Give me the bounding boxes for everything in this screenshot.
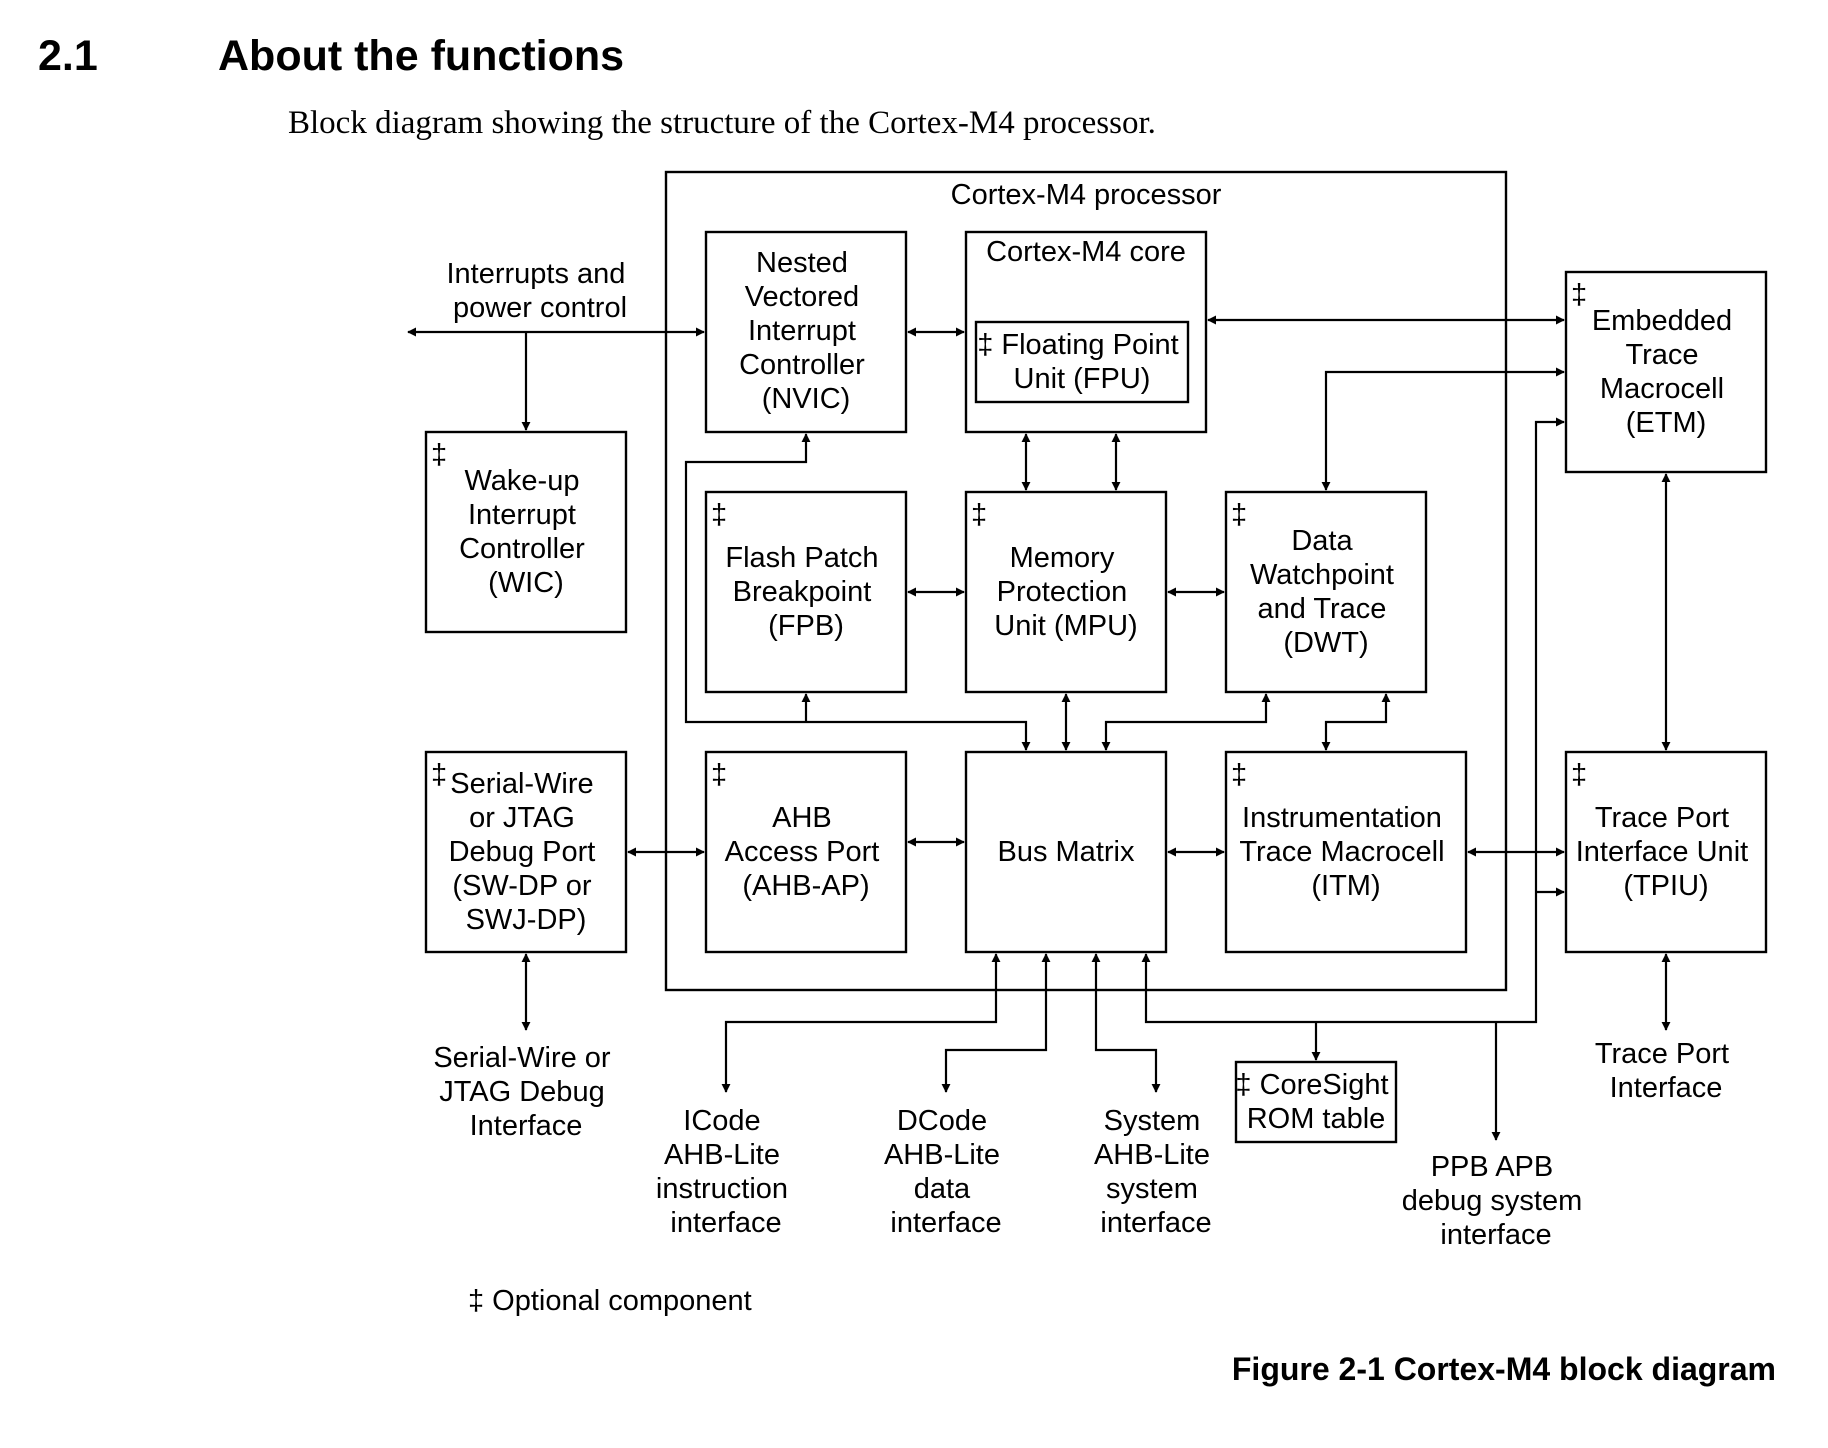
swdp-optional-marker: ‡: [431, 759, 447, 791]
icode-connector: [721, 953, 1001, 1093]
dcode-connector: [941, 953, 1051, 1093]
bus-dwt-connector: [1101, 693, 1271, 751]
rom-table-block: [1234, 1060, 1398, 1144]
etm-optional-marker: ‡: [1571, 279, 1587, 311]
wic-block: [424, 430, 628, 634]
core-block: [964, 230, 1208, 434]
itm-label: Instrumentation Trace Macrocell (ITM): [1239, 802, 1452, 902]
nvic-block: [704, 230, 908, 434]
swj-interface-label: Serial-Wire or JTAG Debug Interface: [433, 1042, 618, 1142]
tpiu-block: [1564, 750, 1768, 954]
etm-block: [1564, 270, 1768, 474]
dwt-etm-connector: [1321, 367, 1565, 491]
trace-port-interface-label: Trace Port Interface: [1595, 1038, 1737, 1104]
fpb-label: Flash Patch Breakpoint (FPB): [725, 542, 886, 642]
tpiu-label: Trace Port Interface Unit (TPIU): [1576, 802, 1757, 902]
interrupts-label: Interrupts and power control: [446, 258, 633, 324]
legend-text: ‡ Optional component: [468, 1285, 752, 1317]
swdp-label: Serial-Wire or JTAG Debug Port (SW-DP or…: [449, 768, 604, 936]
fpb-optional-marker: ‡: [711, 499, 727, 531]
section-number: 2.1: [38, 32, 98, 80]
system-interface-label: System AHB-Lite system interface: [1094, 1105, 1218, 1239]
dwt-label: Data Watchpoint and Trace (DWT): [1250, 525, 1402, 659]
icode-interface-label: ICode AHB-Lite instruction interface: [656, 1105, 796, 1239]
tpiu-optional-marker: ‡: [1571, 759, 1587, 791]
dwt-optional-marker: ‡: [1231, 499, 1247, 531]
ahbap-label: AHB Access Port (AHB-AP): [725, 802, 888, 902]
section-title: About the functions: [218, 32, 624, 80]
system-connector: [1091, 953, 1161, 1093]
ahbap-optional-marker: ‡: [711, 759, 727, 791]
mpu-optional-marker: ‡: [971, 499, 987, 531]
fpu-block: [974, 320, 1190, 404]
etm-label: Embedded Trace Macrocell (ETM): [1592, 305, 1740, 439]
core-label: Cortex-M4 core: [986, 236, 1186, 268]
dcode-interface-label: DCode AHB-Lite data interface: [884, 1105, 1008, 1239]
figure-caption: Figure 2-1 Cortex-M4 block diagram: [1232, 1351, 1776, 1387]
nvic-label: Nested Vectored Interrupt Controller (NV…: [739, 247, 873, 415]
mpu-label: Memory Protection Unit (MPU): [994, 542, 1137, 642]
bus-nvic-connector: [684, 433, 1031, 751]
dwt-block: [1224, 490, 1428, 694]
fpu-label: ‡ Floating Point Unit (FPU): [977, 329, 1187, 395]
wic-optional-marker: ‡: [431, 439, 447, 471]
ppb-interface-label: PPB APB debug system interface: [1402, 1151, 1591, 1251]
rom-table-label: ‡ CoreSight ROM table: [1235, 1069, 1396, 1135]
ahbap-block: [704, 750, 908, 954]
ppb-bus-connector: [1141, 417, 1565, 1024]
processor-label: Cortex-M4 processor: [951, 179, 1222, 211]
swdp-block: [424, 750, 628, 954]
dwt-itm-connector: [1321, 693, 1391, 751]
bus-matrix-label: Bus Matrix: [998, 836, 1135, 868]
wic-label: Wake-up Interrupt Controller (WIC): [459, 465, 593, 599]
itm-optional-marker: ‡: [1231, 759, 1247, 791]
intro-text: Block diagram showing the structure of t…: [288, 105, 1156, 141]
